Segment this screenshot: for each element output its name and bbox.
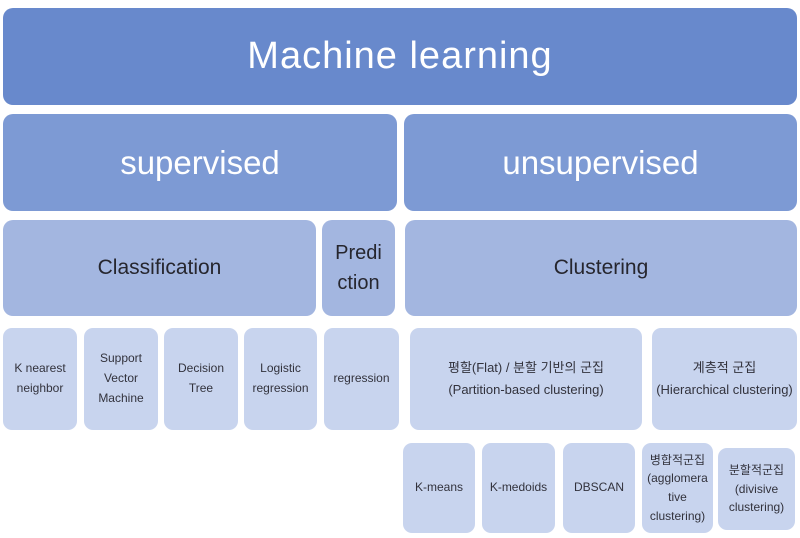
node-hierarchical-clustering: 계층적 군집 (Hierarchical clustering)	[652, 328, 797, 430]
node-dbscan: DBSCAN	[563, 443, 635, 533]
node-logistic-regression: Logistic regression	[244, 328, 317, 430]
node-supervised: supervised	[3, 114, 397, 211]
node-prediction: Predi ction	[322, 220, 395, 316]
node-classification: Classification	[3, 220, 316, 316]
node-partition-based-clustering: 평할(Flat) / 분할 기반의 군집 (Partition-based cl…	[410, 328, 642, 430]
node-support-vector-machine: Support Vector Machine	[84, 328, 158, 430]
node-agglomerative-clustering: 병합적군집 (agglomera tive clustering)	[642, 443, 713, 533]
node-regression: regression	[324, 328, 399, 430]
node-machine-learning: Machine learning	[3, 8, 797, 105]
node-k-nearest-neighbor: K nearest neighbor	[3, 328, 77, 430]
node-k-medoids: K-medoids	[482, 443, 555, 533]
node-unsupervised: unsupervised	[404, 114, 797, 211]
node-k-means: K-means	[403, 443, 475, 533]
node-decision-tree: Decision Tree	[164, 328, 238, 430]
node-divisive-clustering: 분할적군집 (divisive clustering)	[718, 448, 795, 530]
node-clustering: Clustering	[405, 220, 797, 316]
